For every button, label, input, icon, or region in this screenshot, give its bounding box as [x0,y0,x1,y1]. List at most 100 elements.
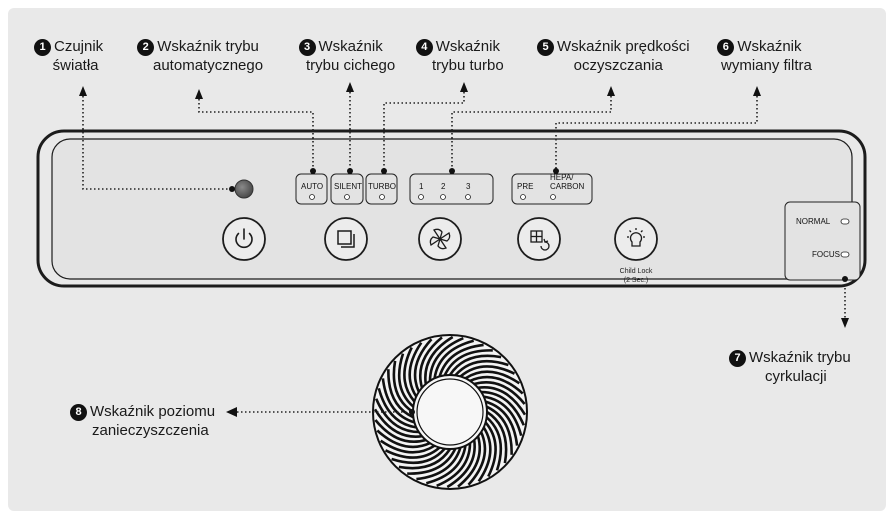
fan-blade [398,448,452,470]
fan-blade [485,416,503,471]
fan-blade [477,386,527,416]
fan-blade [454,359,509,377]
arrow-8 [226,407,237,417]
arrow-7 [841,318,849,328]
auto-label: AUTO [301,182,324,191]
auto-indicator-box [295,173,328,205]
focus-led [840,251,850,258]
fan-blade [375,398,419,434]
filter-reset-button[interactable] [517,217,561,261]
arrow-3 [346,82,354,92]
filter-reset-icon [530,230,550,251]
arrow-1 [79,86,87,96]
fan-blade [384,446,441,459]
silent-button[interactable] [324,217,368,261]
normal-label: NORMAL [796,217,831,226]
control-panel [36,129,867,288]
fan-blade [459,365,516,378]
fan-blade [425,445,467,485]
fan-speed-button[interactable] [418,217,462,261]
fan-center-cap [416,378,484,446]
pre-label: PRE [517,182,534,191]
fan-blade [379,439,436,454]
fan-blade [477,426,492,483]
control-panel-inner [51,138,853,280]
fan-blade [392,360,414,414]
child-lock-label: Child Lock(2 Sec.) [619,268,653,284]
turbo-label: TURBO [368,182,396,191]
fan-blade [486,410,508,464]
fan-blade [416,447,462,481]
light-child-lock-button[interactable] [614,217,658,261]
fan-blade [376,429,431,449]
fan-blade [381,378,415,424]
silent-mode-icon [337,230,355,248]
arrow-2 [195,89,203,99]
fan-blade [483,395,523,437]
auto-led [309,194,315,200]
power-button[interactable] [222,217,266,261]
air-outlet-fan-icon [372,334,528,490]
fan-blade [469,375,524,395]
speed-indicator-box [409,173,494,205]
fan-blade [408,341,423,398]
leader-4 [383,92,465,170]
light-child-lock-icon [627,228,645,247]
light-sensor-icon [234,179,254,199]
fan-blade [481,390,525,426]
fan-blade [428,337,464,381]
pollution-indicator-ring [412,374,488,450]
arrow-5 [607,86,615,96]
fan-speed-icon [429,228,451,250]
speed3-led [465,194,471,200]
fan-blade [377,387,417,429]
normal-led [840,218,850,225]
hepa-label: HEPA/CARBON [550,173,585,191]
silent-indicator-box [330,173,364,205]
leader-6 [555,96,758,170]
silent-label: SILENT [334,182,363,191]
fan-blade [486,405,513,455]
leader-2 [198,99,314,170]
fan-blade [391,447,446,465]
power-icon [235,228,253,249]
fan-blade [373,408,423,438]
speed2-led [440,194,446,200]
turbo-indicator-box [365,173,398,205]
fan-blade [464,370,521,385]
speed3-label: 3 [466,182,471,191]
fan-blade [374,419,427,444]
fan-blade [418,336,443,389]
filter-indicator-box [511,173,593,205]
leader-5 [451,96,612,170]
fan-blade [424,335,454,385]
fan-blade [446,439,476,489]
fan-blade [407,448,457,475]
fan-blade [448,354,502,376]
fan-blade [436,443,472,487]
fan-blade [485,400,519,446]
speed2-label: 2 [441,182,446,191]
leader-1 [82,96,232,190]
fan-blade [413,338,433,393]
circulation-indicator-box [784,201,861,281]
arrow-4 [460,82,468,92]
fan-blade [484,421,497,478]
fan-blade [387,369,414,419]
hepa-led [550,194,556,200]
arrow-6 [753,86,761,96]
silent-led [344,194,350,200]
fan-blade [438,343,484,377]
fan-blade [397,353,415,408]
speed1-led [418,194,424,200]
fan-blade [443,349,493,376]
speed1-label: 1 [419,182,424,191]
